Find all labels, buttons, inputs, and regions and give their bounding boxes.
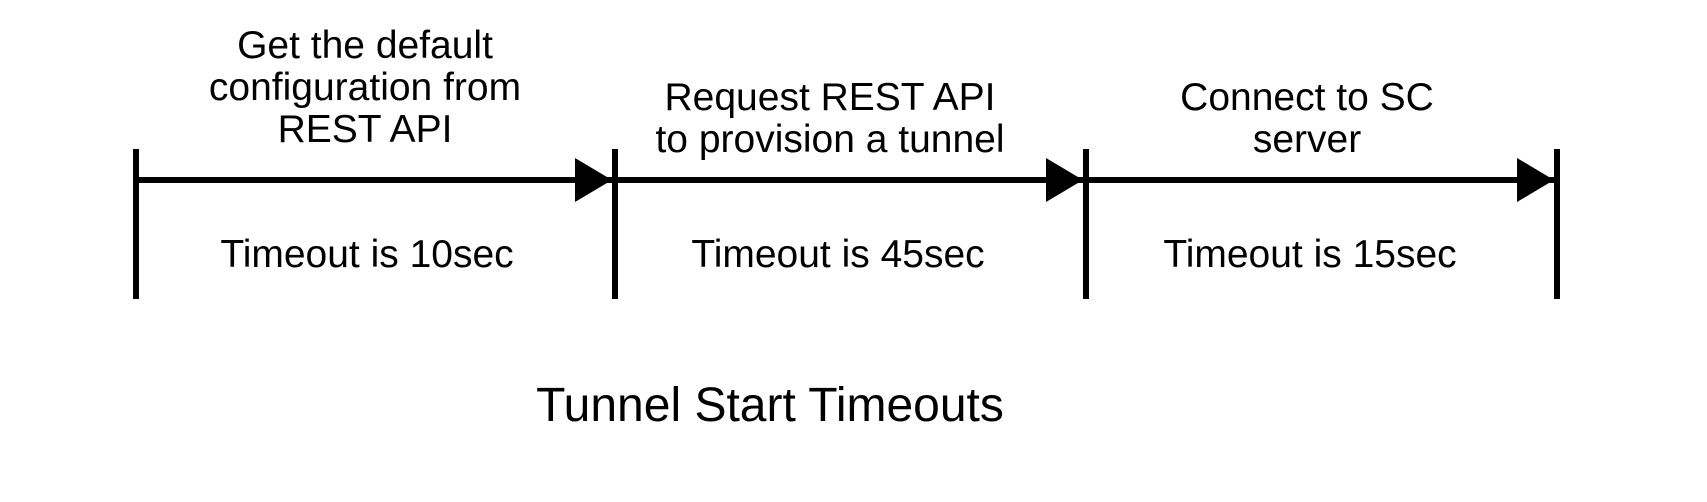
right-arrowhead-icon [575, 158, 612, 202]
step-label-request-provision-tunnel: Request REST API to provision a tunnel [655, 76, 1005, 161]
timeout-label-10sec: Timeout is 10sec [220, 233, 514, 276]
timeline-line [136, 177, 1554, 183]
timeline-tick-start [133, 149, 139, 299]
diagram-title: Tunnel Start Timeouts [536, 379, 1004, 432]
right-arrowhead-icon [1517, 158, 1554, 202]
right-arrowhead-icon [1046, 158, 1083, 202]
timeline-tick-2 [612, 149, 618, 299]
timeout-label-15sec: Timeout is 15sec [1163, 233, 1457, 276]
timeout-label-45sec: Timeout is 45sec [691, 233, 985, 276]
step-label-get-default-configuration: Get the default configuration from REST … [208, 24, 522, 151]
timeline-tick-3 [1083, 149, 1089, 299]
timeline-tick-end [1554, 149, 1560, 299]
step-label-connect-sc-server: Connect to SC server [1180, 76, 1434, 161]
